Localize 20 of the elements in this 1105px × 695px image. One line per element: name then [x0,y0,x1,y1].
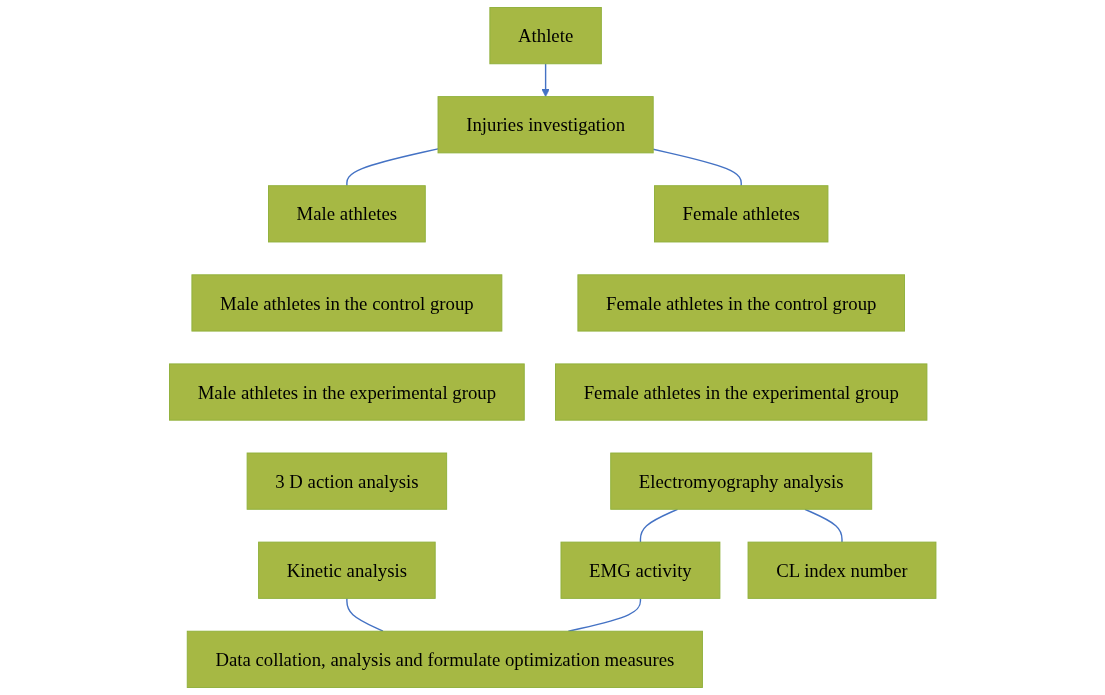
node-box [560,541,721,599]
node-box [186,630,703,688]
node-box [554,363,928,421]
connector [345,148,439,187]
connector [345,597,384,632]
node-box [610,452,872,510]
node-box [577,274,905,332]
node-box [168,363,525,421]
node-box [267,185,426,243]
arrow [541,63,550,97]
connector [652,148,742,187]
node-box [489,7,602,65]
node-box [246,452,447,510]
node-box [257,541,436,599]
node-box [437,96,654,154]
node-box [747,541,937,599]
node-box [191,274,503,332]
node-box [653,185,829,243]
connector [639,508,679,543]
connector [567,597,641,632]
